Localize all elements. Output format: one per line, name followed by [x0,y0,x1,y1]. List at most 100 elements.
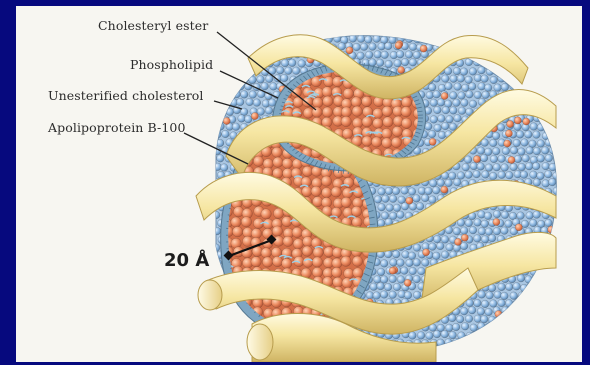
core-bead [401,107,411,117]
surface-bead [261,82,269,90]
surface-bead [276,67,284,75]
surface-bead [442,122,450,130]
surface-bead [513,299,521,307]
surface-bead [401,267,409,275]
core-bead [322,87,332,97]
surface-bead [213,67,221,75]
surface-bead [542,308,550,316]
surface-bead [554,298,562,306]
surface-bead [546,348,554,356]
surface-bead [558,132,566,140]
surface-bead [534,51,542,59]
surface-bead [544,283,552,291]
surface-bead [380,276,388,284]
core-bead [302,186,312,196]
surface-bead [562,348,570,356]
surface-bead [433,235,441,243]
surface-bead [217,74,225,82]
surface-bead [513,283,521,291]
surface-bead [502,147,510,155]
surface-bead [562,331,570,339]
surface-bead [417,332,425,340]
surface-bead [552,76,560,84]
surface-bead [474,331,482,339]
surface-bead [449,172,457,180]
surface-bead [438,131,446,139]
core-bead [223,327,233,337]
surface-bead [473,347,481,355]
surface-bead [538,347,546,355]
surface-bead [509,340,517,348]
label-apolipoprotein: Apolipoprotein B-100 [48,120,186,135]
surface-bead [389,275,397,283]
surface-bead [222,307,230,315]
surface-bead [466,299,474,307]
surface-bead [450,75,458,83]
surface-bead [549,35,557,43]
surface-bead [217,348,225,356]
cholesterol-bead [523,318,530,325]
core-bead [231,317,241,327]
cholesterol-bead [395,42,402,49]
surface-bead [288,59,296,67]
surface-bead [438,115,446,123]
surface-bead [550,338,558,346]
surface-bead [558,340,566,348]
surface-bead [469,68,477,76]
surface-bead [480,154,488,162]
surface-bead [430,116,438,124]
diagram-panel: Cholesteryl ester Phospholipid Unesterif… [16,6,582,362]
surface-bead [458,347,466,355]
scale-bar-label: 20 Å [164,250,209,271]
label-cholesteryl-ester: Cholesteryl ester [98,18,208,33]
surface-bead [521,139,529,147]
core-bead [391,137,401,147]
surface-bead [214,259,222,267]
cholesterol-bead [219,310,226,317]
surface-bead [374,196,382,204]
surface-bead [441,346,449,354]
core-bead [282,258,292,268]
surface-bead [469,100,477,108]
core-bead [331,187,341,197]
surface-bead [510,147,518,155]
surface-bead [404,292,412,300]
cholesterol-bead [389,267,396,274]
surface-bead [561,172,569,180]
core-bead [392,126,402,136]
surface-bead [562,74,570,82]
surface-bead [518,308,526,316]
surface-bead [452,323,460,331]
cholesterol-bead [441,186,448,193]
surface-bead [357,35,365,43]
cholesterol-bead [239,57,246,64]
surface-bead [217,59,225,67]
surface-bead [501,36,509,44]
cholesterol-bead [423,249,430,256]
surface-bead [548,308,556,316]
surface-bead [514,155,522,163]
cholesterol-bead [493,218,500,225]
surface-bead [434,106,442,114]
core-bead [231,217,241,227]
surface-bead [369,43,377,51]
surface-bead [457,75,465,83]
core-bead [221,319,231,329]
surface-bead [541,83,549,91]
surface-bead [554,332,562,340]
surface-bead [561,315,569,323]
surface-bead [373,292,381,300]
core-bead [223,307,233,317]
surface-bead [213,323,221,331]
surface-bead [505,347,513,355]
surface-bead [510,292,518,300]
surface-bead [462,84,470,92]
surface-bead [413,51,421,59]
surface-bead [240,91,248,99]
surface-bead [558,147,566,155]
surface-bead [530,171,538,179]
surface-bead [484,84,492,92]
surface-bead [442,106,450,114]
core-bead [352,256,362,266]
surface-bead [253,36,261,44]
